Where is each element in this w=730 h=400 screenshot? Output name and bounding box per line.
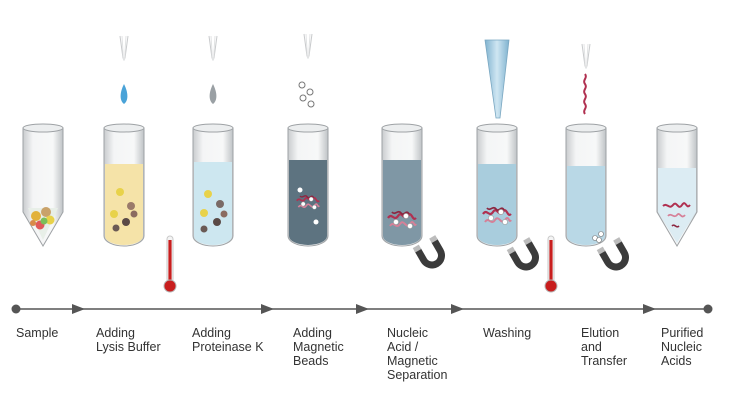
nucleic-acid-icon	[583, 73, 587, 115]
arrow-icon	[643, 304, 656, 314]
arrow-icon	[451, 304, 464, 314]
tube-elution	[565, 43, 634, 276]
pipette-icon	[581, 43, 591, 69]
pipette-icon	[119, 35, 129, 61]
tube-proteinase-k	[192, 35, 234, 247]
arrow-icon	[261, 304, 274, 314]
thermometer-icon	[544, 235, 558, 293]
step-label-proteinase-k: Adding Proteinase K	[192, 326, 264, 354]
step-label-sample: Sample	[16, 326, 59, 340]
thermometer-icon	[163, 235, 177, 293]
step-label-purified: Purified Nucleic Acids	[661, 326, 704, 368]
tube-lysis-buffer	[103, 35, 145, 247]
magnetic-bead-icon	[298, 81, 315, 108]
tube-washing	[476, 39, 544, 276]
pipette-icon	[208, 35, 218, 61]
timeline	[11, 304, 713, 314]
timeline-end-dot	[703, 304, 713, 314]
tube-purified	[656, 123, 698, 247]
step-label-magnetic-separation: Nucleic Acid / Magnetic Separation	[387, 326, 448, 382]
step-label-washing: Washing	[483, 326, 532, 340]
tube-sample	[22, 123, 64, 247]
droplet-icon	[120, 84, 128, 104]
arrow-icon	[356, 304, 369, 314]
step-label-elution: Elution and Transfer	[581, 326, 628, 368]
magnet-icon	[596, 237, 634, 276]
tube-magnetic-beads	[287, 33, 329, 247]
pipette-icon	[303, 33, 313, 59]
droplet-icon	[209, 84, 217, 104]
step-label-lysis-buffer: Adding Lysis Buffer	[96, 326, 161, 354]
pipette-tip-icon	[484, 39, 510, 119]
step-label-magnetic-beads: Adding Magnetic Beads	[293, 326, 344, 368]
timeline-start-dot	[11, 304, 21, 314]
tube-magnetic-separation	[381, 123, 450, 274]
arrow-icon	[72, 304, 85, 314]
